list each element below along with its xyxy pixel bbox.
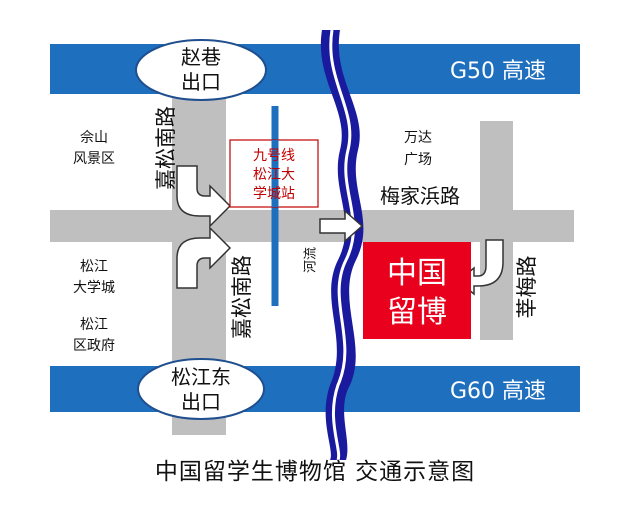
turn-arrow-lower [176, 226, 232, 289]
exit-south-line2: 出口 [181, 390, 221, 414]
meijiabang-road-label: 梅家浜路 [380, 184, 460, 208]
exit-south-oval [137, 358, 265, 420]
district-gov-label-line2: 区政府 [73, 338, 115, 354]
exit-north-oval [135, 39, 267, 101]
jiasong-road-label-upper: 嘉松南路 [154, 106, 178, 190]
metro-station-line1: 九号线 [253, 148, 295, 164]
meijiabang-road [50, 210, 574, 242]
exit-north-line2: 出口 [181, 70, 221, 94]
university-town-label-line1: 松江 [80, 259, 108, 275]
river [320, 30, 364, 460]
metro-station-line2: 松江大 [253, 167, 295, 183]
sheshan-label-line1: 佘山 [80, 129, 108, 146]
river-label: 河流 [304, 247, 319, 273]
map-caption: 中国留学生博物馆 交通示意图 [154, 459, 476, 485]
jiasong-road-label-lower: 嘉松南路 [230, 255, 254, 339]
shenmei-road-label: 莘梅路 [515, 256, 539, 319]
sheshan-label-line2: 风景区 [73, 151, 115, 167]
turn-arrow-upper [176, 165, 232, 228]
g60-label: G60 高速 [450, 379, 546, 404]
wanda-label-line2: 广场 [404, 152, 432, 168]
straight-arrow [319, 209, 364, 243]
museum-label-line1: 中国 [387, 256, 447, 291]
university-town-label-line2: 大学城 [73, 280, 115, 296]
museum-block [363, 242, 471, 339]
g50-label: G50 高速 [450, 59, 546, 84]
metro-station-line3: 学城站 [253, 186, 295, 202]
wanda-label-line1: 万达 [404, 130, 432, 146]
district-gov-label-line1: 松江 [80, 317, 108, 333]
exit-south-line1: 松江东 [171, 365, 231, 389]
exit-north-line1: 赵巷 [181, 45, 221, 69]
museum-label-line2: 留博 [387, 295, 447, 330]
